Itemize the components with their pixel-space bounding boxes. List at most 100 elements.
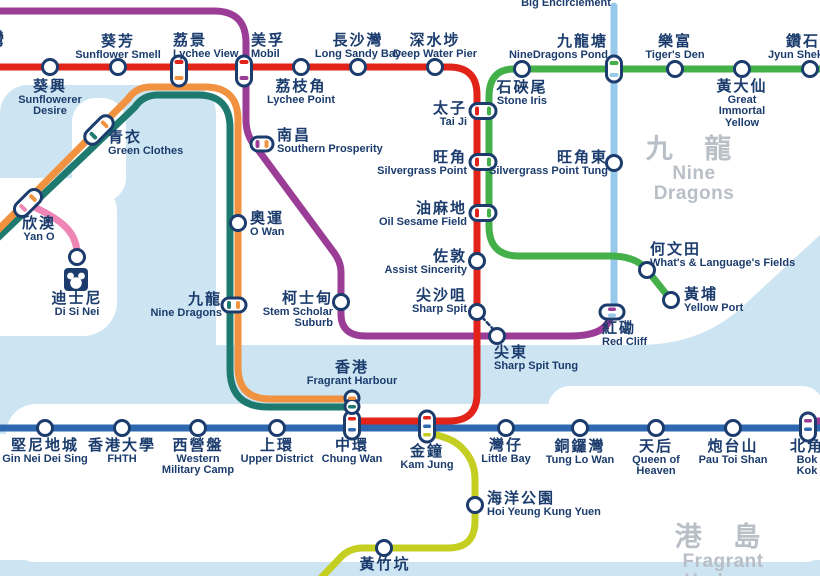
station-label-wong-chuk-hang: 黃竹坑 [359, 555, 411, 573]
station-marker-whampoa[interactable] [662, 291, 680, 309]
station-marker-lok-fu[interactable] [666, 60, 684, 78]
station-marker-shek-kip-mei[interactable] [513, 60, 531, 78]
station-marker-disneyland[interactable] [68, 248, 86, 266]
station-marker-sunny-bay[interactable] [11, 186, 44, 219]
station-marker-sai-ying-pun[interactable] [189, 419, 207, 437]
station-label-tst-east: 尖東 Sharp Spit Tung [494, 343, 579, 372]
station-label-kowloon-tong: 九龍塘 NineDragons Pond [508, 32, 608, 61]
station-label-tsuen-wan-fragment: 灣 [0, 31, 6, 50]
station-label-sheung-wan: 上環 Upper District [240, 436, 314, 465]
station-marker-austin[interactable] [332, 293, 350, 311]
station-marker-wong-tai-sin[interactable] [733, 60, 751, 78]
line-kwun-tong [485, 65, 820, 304]
station-marker-wong-chuk-hang[interactable] [375, 539, 393, 557]
station-marker-mei-foo[interactable] [235, 54, 253, 88]
mickey-icon [64, 268, 88, 291]
station-marker-cheung-sha-wan[interactable] [349, 58, 367, 76]
station-marker-tsing-yi[interactable] [82, 113, 117, 148]
land-lantau [0, 178, 117, 336]
station-label-tin-hau: 天后 Queen of Heaven [632, 437, 680, 478]
station-marker-nam-cheong[interactable] [249, 135, 275, 153]
station-layer [11, 54, 819, 557]
station-marker-sham-shui-po[interactable] [426, 58, 444, 76]
station-label-yau-ma-tei: 油麻地 Oil Sesame Field [378, 199, 467, 228]
station-marker-kowloon[interactable] [220, 296, 248, 314]
station-label-causeway-bay: 銅鑼灣 Tung Lo Wan [545, 437, 615, 466]
station-label-nam-cheong: 南昌 Southern Prosperity [277, 126, 383, 155]
line-west-rail [0, 7, 615, 340]
station-marker-tsim-sha-tsui[interactable] [468, 303, 486, 321]
station-label-kwai-fong: 葵芳 Sunflower Smell [75, 32, 161, 61]
station-label-hung-hom: 紅磡 Red Cliff [602, 319, 648, 348]
tst-walkway-dashed-link [480, 315, 495, 331]
station-marker-diamond-hill[interactable] [801, 60, 819, 78]
station-label-kowloon: 九龍 Nine Dragons [150, 290, 222, 319]
station-marker-olympic[interactable] [229, 214, 247, 232]
station-label-disneyland: 迪士尼 Di Si Nei [51, 289, 103, 318]
station-label-austin: 柯士甸 Stem Scholar Suburb [262, 289, 333, 330]
station-label-prince-edward: 太子 Tai Ji [432, 99, 467, 128]
line-tung-chung [0, 83, 356, 403]
station-label-cheung-sha-wan: 長沙灣 Long Sandy Bay [314, 31, 402, 60]
station-label-north-point: 北角 Bok Kok [789, 437, 820, 478]
station-label-wan-chai: 灣仔 Little Bay [481, 436, 531, 465]
station-label-shek-kip-mei: 石硤尾 Stone Iris [496, 78, 548, 107]
station-marker-hku[interactable] [113, 419, 131, 437]
station-marker-ho-man-tin[interactable] [638, 261, 656, 279]
line-south-island [318, 429, 479, 576]
station-marker-yau-ma-tei[interactable] [468, 204, 498, 222]
station-label-hku: 香港大學 FHTH [87, 436, 157, 465]
station-marker-tst-east[interactable] [488, 327, 506, 345]
station-label-mei-foo: 美孚 Mobil [251, 31, 286, 60]
station-label-olympic: 奧運 O Wan [250, 209, 285, 238]
station-label-diamond-hill: 鑽石山 Jyun Shek S [768, 32, 820, 61]
station-marker-tin-hau[interactable] [647, 419, 665, 437]
station-marker-mong-kok[interactable] [468, 153, 498, 171]
line-disneyland [26, 201, 81, 258]
station-label-lai-king: 荔景 Lychee View [173, 31, 239, 60]
station-marker-ocean-park[interactable] [466, 496, 484, 514]
station-marker-kennedy-town[interactable] [36, 419, 54, 437]
station-label-sai-ying-pun: 西營盤 Western Military Camp [161, 436, 235, 477]
station-marker-north-point[interactable] [799, 411, 817, 443]
station-marker-kowloon-tong[interactable] [605, 54, 623, 84]
station-marker-hung-hom[interactable] [598, 303, 626, 321]
station-label-lai-chi-kok: 荔枝角 Lychee Point [266, 77, 336, 106]
line-airport-express [0, 91, 356, 411]
station-marker-jordan[interactable] [468, 252, 486, 270]
water-south-strip [0, 560, 820, 576]
station-label-ocean-park: 海洋公園 Hoi Yeung Kung Yuen [487, 489, 601, 518]
station-marker-wan-chai[interactable] [497, 419, 515, 437]
station-marker-hong-kong[interactable] [343, 389, 361, 415]
station-label-hong-kong: 香港 Fragrant Harbour [306, 358, 398, 387]
station-marker-lai-chi-kok[interactable] [292, 58, 310, 76]
land-layer [0, 98, 820, 562]
station-label-mong-kok-east: 旺角東 Silvergrass Point Tung [489, 148, 608, 177]
station-label-tsim-sha-tsui: 尖沙咀 Sharp Spit [411, 286, 467, 315]
station-label-sham-shui-po: 深水埗 Deep Water Pier [393, 31, 477, 60]
station-marker-admiralty[interactable] [418, 409, 436, 444]
station-marker-central[interactable] [343, 409, 361, 441]
station-label-kennedy-town: 堅尼地城 Gin Nei Dei Sing [2, 436, 88, 465]
station-label-central: 中環 Chung Wan [321, 436, 383, 465]
station-marker-fortress-hill[interactable] [724, 419, 742, 437]
station-marker-kwai-fong[interactable] [109, 58, 127, 76]
region-label-kowloon: 九 龍 Nine Dragons [645, 134, 743, 205]
station-label-whampoa: 黃埔 Yellow Port [684, 285, 744, 314]
station-marker-mong-kok-east[interactable] [605, 154, 623, 172]
station-marker-prince-edward[interactable] [468, 102, 498, 120]
station-marker-causeway-bay[interactable] [571, 419, 589, 437]
station-label-tsing-yi: 青衣 Green Clothes [108, 128, 184, 157]
station-label-kwai-hing: 葵興 Sunflowerer Desire [18, 77, 82, 118]
water-victoria-harbour [0, 234, 820, 434]
station-marker-lai-king[interactable] [170, 54, 188, 88]
line-tsuen-wan [0, 63, 481, 425]
station-label-wong-tai-sin: 黃大仙 Great Immortal Yellow [716, 77, 768, 129]
station-marker-sheung-wan[interactable] [268, 419, 286, 437]
station-marker-kwai-hing[interactable] [41, 58, 59, 76]
station-label-lok-fu: 樂富 Tiger's Den [645, 32, 705, 61]
station-label-sunny-bay: 欣澳 Yan O [21, 214, 57, 243]
station-label-fortress-hill: 炮台山 Pau Toi Shan [698, 437, 768, 466]
